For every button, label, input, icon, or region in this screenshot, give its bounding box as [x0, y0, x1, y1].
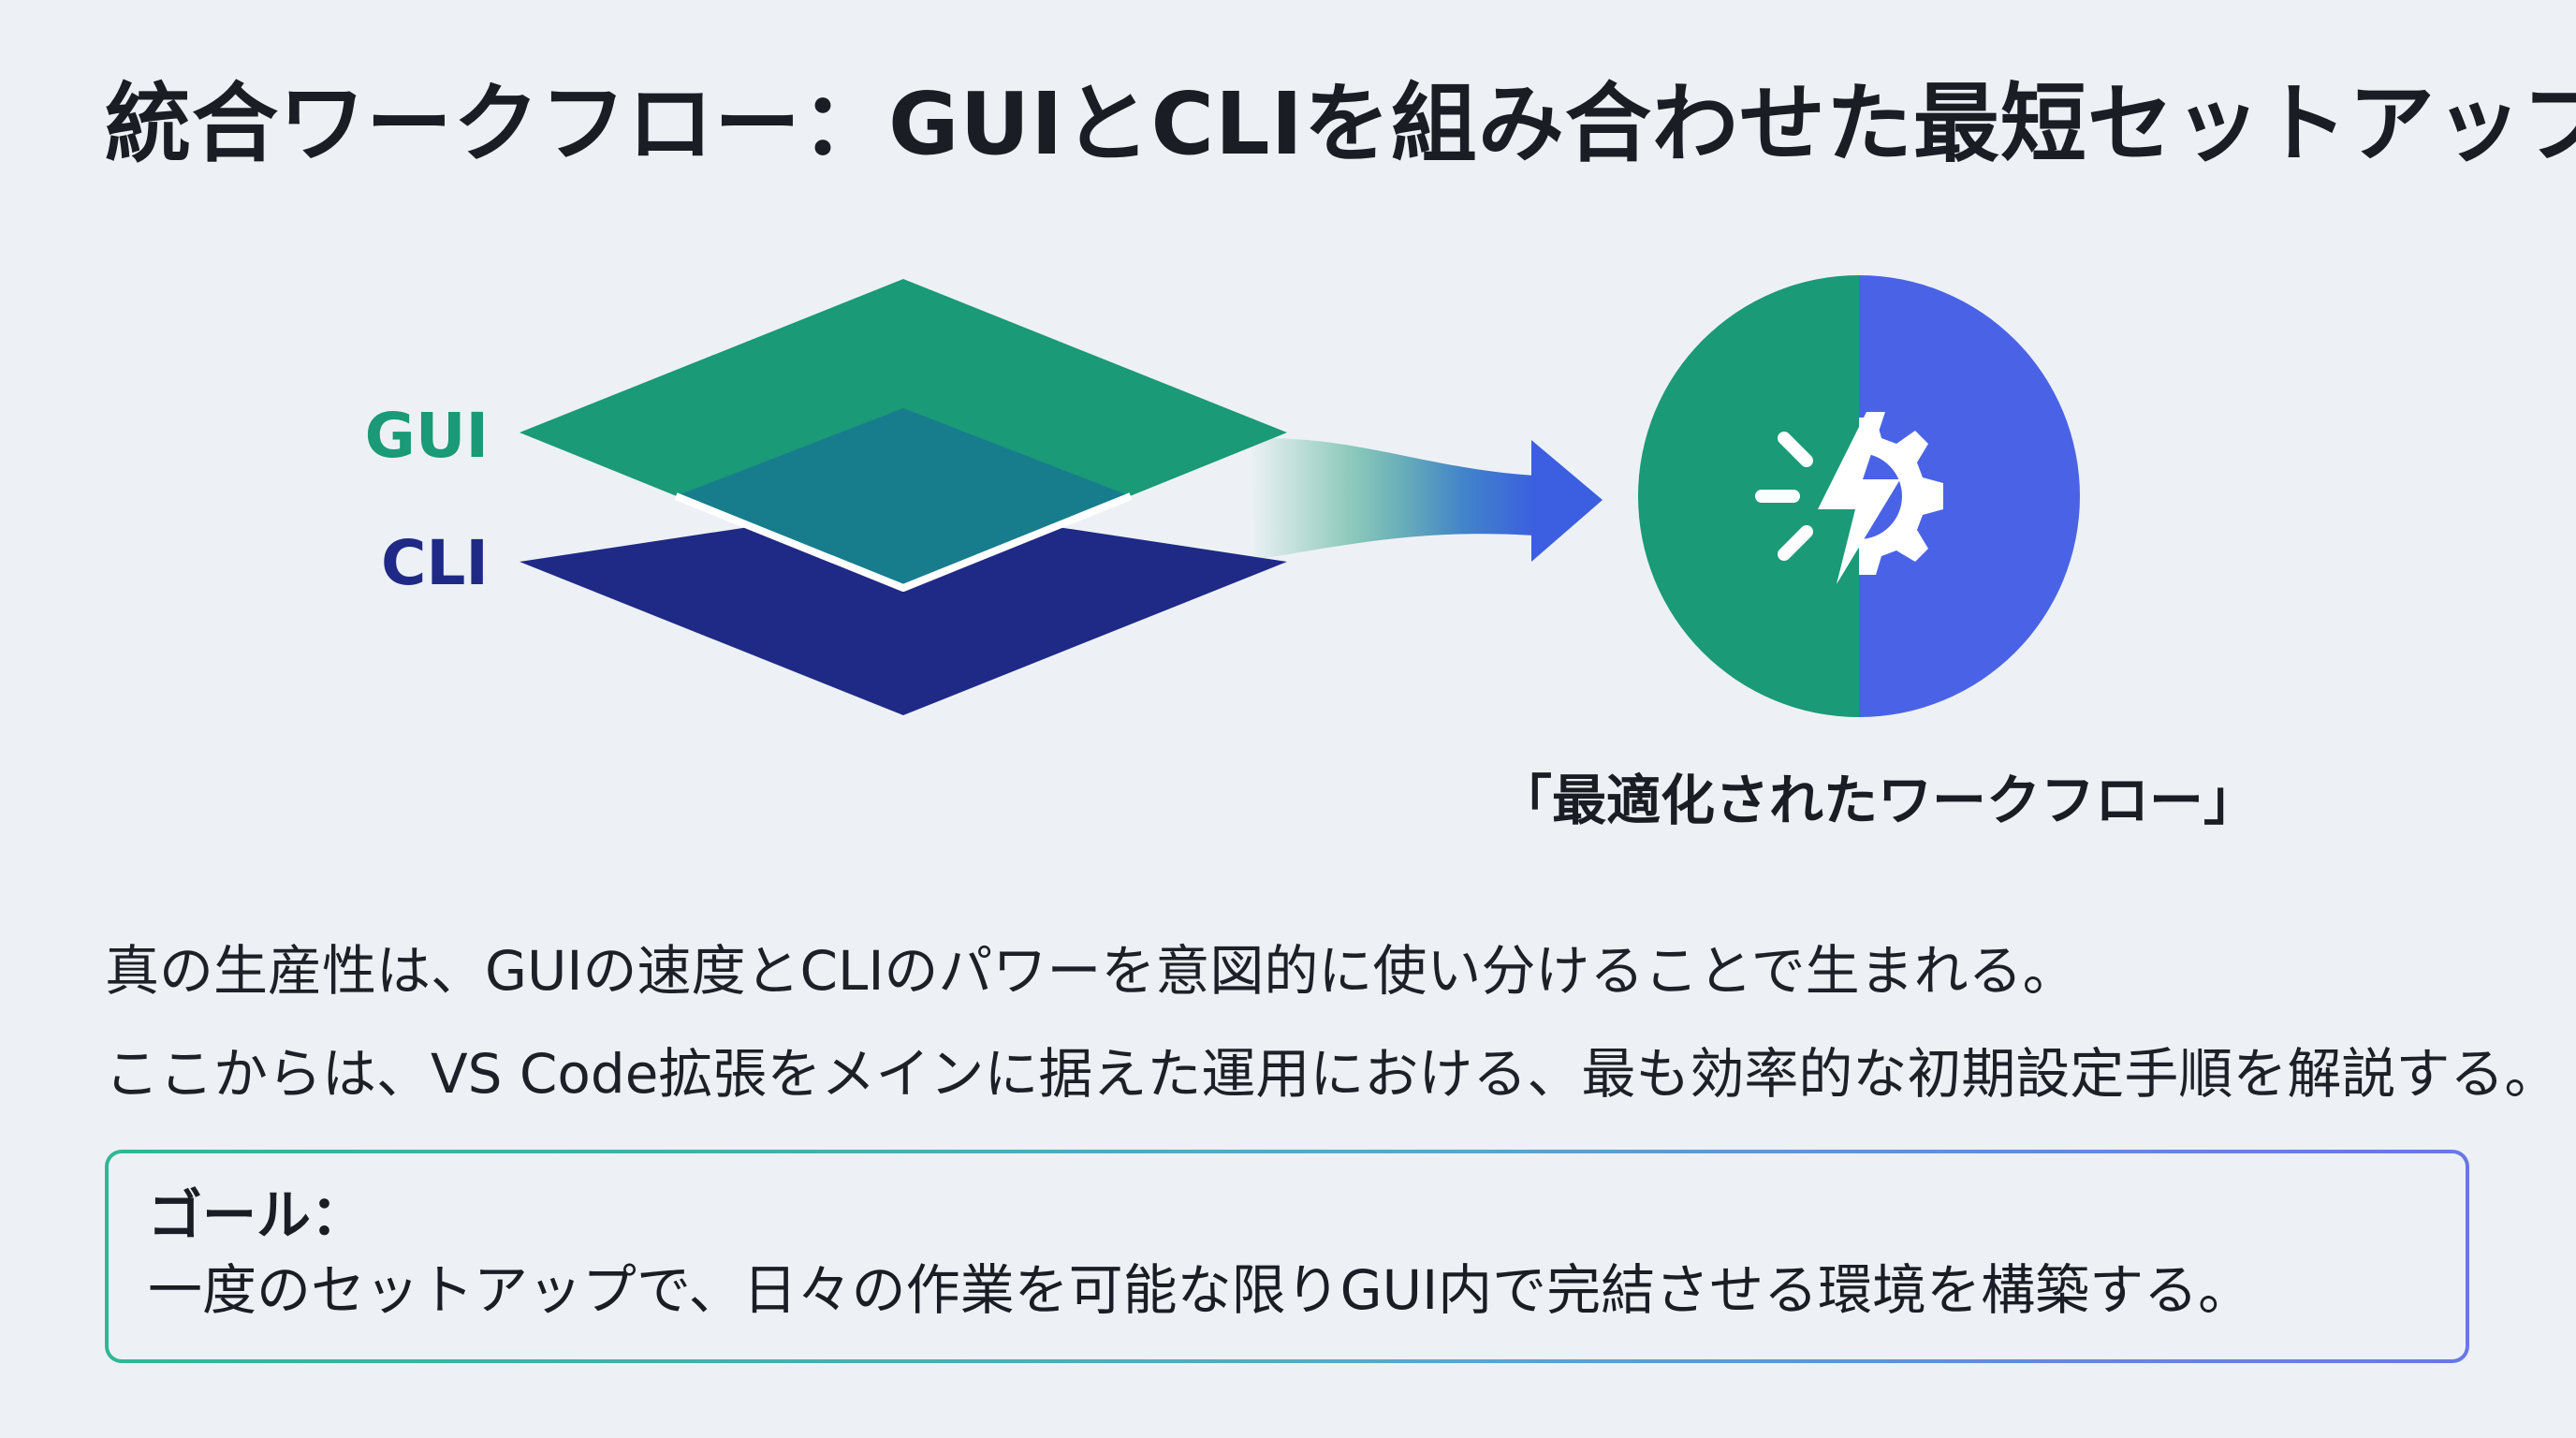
flow-arrow-head [1531, 440, 1603, 562]
page-title: 統合ワークフロー：GUIとCLIを組み合わせた最短セットアップ [105, 74, 2576, 174]
optimized-workflow-circle [1638, 275, 2080, 717]
flow-arrow-body [1250, 437, 1535, 560]
gui-label: GUI [365, 400, 489, 472]
layer-separator [674, 492, 1133, 592]
lightning-gear-icon [1755, 412, 1943, 584]
workflow-diagram: GUI CLI [365, 275, 2080, 717]
goal-box: ゴール： 一度のセットアップで、日々の作業を可能な限りGUI内で完結させる環境を… [105, 1150, 2469, 1363]
body-text-line-2: ここからは、VS Code拡張をメインに据えた運用における、最も効率的な初期設定… [105, 1042, 2559, 1106]
cli-label: CLI [381, 527, 489, 599]
goal-heading: ゴール： [148, 1183, 366, 1247]
cli-layer [520, 504, 1287, 715]
result-caption: 「最適化されたワークフロー」 [1498, 769, 2259, 832]
goal-box-inner: ゴール： 一度のセットアップで、日々の作業を可能な限りGUI内で完結させる環境を… [109, 1153, 2466, 1359]
goal-text: 一度のセットアップで、日々の作業を可能な限りGUI内で完結させる環境を構築する。 [148, 1257, 2253, 1322]
body-text-line-1: 真の生産性は、GUIの速度とCLIのパワーを意図的に使い分けることで生まれる。 [105, 939, 2077, 1003]
layer-overlap [676, 408, 1131, 588]
